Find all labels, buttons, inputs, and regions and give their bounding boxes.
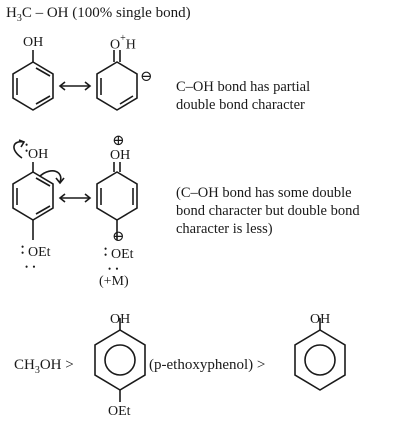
- mesomeric-effect-label: (+M): [99, 274, 129, 289]
- aromatic-ring-3b: [294, 318, 346, 391]
- note-1-line2: double bond character: [176, 97, 305, 114]
- note-2: (C–OH bond has some double bond characte…: [176, 184, 396, 238]
- note-1: C–OH bond has partial double bond charac…: [176, 78, 386, 114]
- carbanion-minus-1: ⊖: [140, 69, 153, 85]
- ethoxyphenol-name: (p-ethoxyphenol) >: [149, 357, 266, 373]
- oxonium-plus-2: ⊕: [112, 133, 125, 149]
- methanol-rest: OH >: [39, 357, 74, 373]
- lone-pair-dots-bottom: ••: [21, 242, 26, 258]
- resonance-arrow-2: [58, 193, 92, 203]
- resonance-h: H: [125, 37, 136, 53]
- note-2-line2: bond character but double bond: [176, 203, 360, 220]
- ethoxy-label-left: OEt: [28, 245, 51, 260]
- phenol-ring-1: [12, 50, 54, 111]
- aromatic-ring-3a: [94, 318, 146, 402]
- carbanion-minus-2: ⊖: [112, 229, 125, 245]
- lone-pair-dots-top: ••: [25, 140, 30, 156]
- resonance-oh-label: O+H: [110, 33, 136, 53]
- note-2-line1: (C–OH bond has some double: [176, 185, 352, 201]
- lone-pair-dots-right: ••: [104, 244, 109, 260]
- curved-arrow-1: [13, 140, 25, 159]
- methanol-sub: 3: [34, 365, 40, 376]
- quinoid-oh-label: OH: [110, 148, 131, 163]
- ring-3a-oh-label: OH: [110, 312, 131, 327]
- lone-pair-dots-under: • •: [25, 262, 37, 272]
- note-1-line1: C–OH bond has partial: [176, 79, 311, 95]
- curved-arrow-2-head: [55, 177, 65, 185]
- curved-arrow-2: [39, 170, 62, 183]
- phenol-resonance-ring-1: [96, 50, 138, 111]
- curved-arrow-1-head: [18, 139, 26, 148]
- oxonium-plus: +: [120, 33, 126, 44]
- resonance-arrow-1: [58, 81, 92, 91]
- header-sub: 3: [16, 13, 22, 24]
- ethoxy-label-right: OEt: [111, 247, 134, 262]
- quinoid-ring: [96, 162, 138, 240]
- header-h: H: [6, 5, 17, 21]
- header-rest: C – OH (100% single bond): [21, 5, 191, 21]
- ethoxyphenol-oh-label: OH: [28, 147, 49, 162]
- phenol-oh-label: OH: [23, 35, 44, 50]
- resonance-o: O: [110, 37, 121, 53]
- methanol-label: CH3OH >: [14, 358, 74, 376]
- methanol-ch: CH: [14, 357, 35, 373]
- lone-pair-dots-under-right: • •: [108, 264, 120, 274]
- ethoxyphenol-ring: [12, 162, 54, 240]
- ring-3a-oet-label: OEt: [108, 404, 131, 419]
- ring-3b-oh-label: OH: [310, 312, 331, 327]
- header-formula: H3C – OH (100% single bond): [6, 6, 191, 24]
- note-2-line3: character is less): [176, 221, 273, 238]
